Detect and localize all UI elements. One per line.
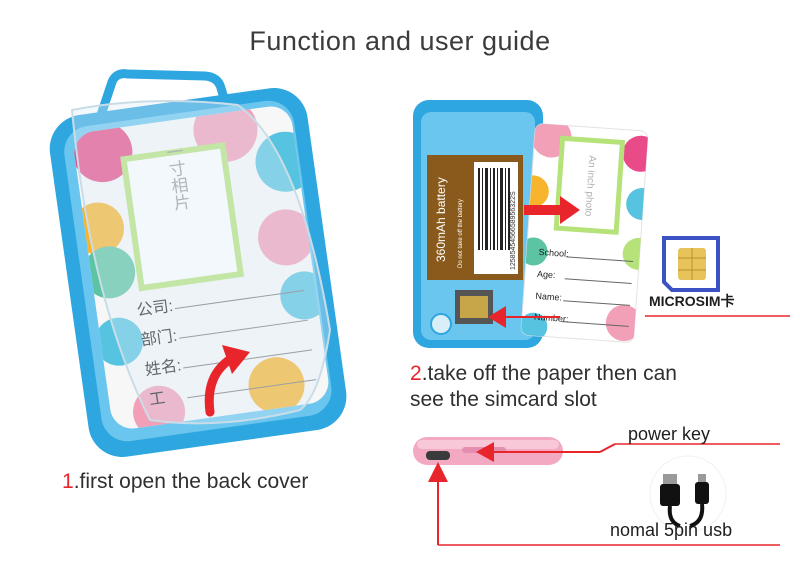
left-field-name: 姓名: — [144, 356, 183, 379]
power-key-label: power key — [628, 424, 711, 444]
right-card: An inch photo School: Age: Name: Number: — [520, 123, 649, 343]
page-title: Function and user guide — [249, 26, 551, 56]
usb-arrow-icon — [428, 462, 448, 482]
step2-number: 2 — [410, 362, 422, 385]
left-device: 一寸相片 公司: 部门: 姓名: 工 — [49, 69, 347, 458]
photo-label-en: An inch photo — [582, 155, 597, 217]
right-field-age: Age: — [537, 269, 556, 280]
power-arrow-icon — [476, 442, 494, 462]
battery: 1258545456658956322S 360mAh battery Do n… — [427, 155, 523, 280]
left-field-company: 公司: — [136, 298, 174, 320]
transparent-cover — [70, 100, 332, 425]
barcode-number: 1258545456658956322S — [510, 191, 517, 270]
peel-arrow-icon — [524, 205, 562, 215]
step2-caption-line1: 2.take off the paper then can — [410, 362, 677, 386]
left-field-other: 工 — [148, 390, 166, 409]
battery-warning: Do not take off the battery — [458, 199, 464, 268]
right-field-name: Name: — [535, 291, 562, 303]
right-field-school: School: — [538, 247, 569, 259]
battery-label: 360mAh battery — [434, 177, 448, 262]
lanyard-loop — [95, 69, 235, 120]
left-field-dept: 部门: — [140, 327, 179, 350]
usb-port — [426, 451, 450, 460]
step1-text: .first open the back cover — [73, 470, 309, 493]
step1-caption: 1.first open the back cover — [62, 470, 308, 494]
step1-number: 1 — [62, 470, 74, 493]
usb-label: nomal 5pin usb — [610, 520, 733, 540]
sim-label: MICROSIM卡 — [649, 293, 735, 309]
step2-text-line1: .take off the paper then can — [421, 362, 677, 385]
barcode — [478, 168, 510, 250]
step2-caption-line2: see the simcard slot — [410, 388, 597, 411]
microsim-card-icon — [662, 236, 720, 292]
usb-cable-icon — [649, 455, 727, 533]
right-device: 1258545456658956322S 360mAh battery Do n… — [413, 100, 649, 348]
open-arrow-icon — [204, 353, 237, 417]
sim-arrow-icon — [488, 306, 506, 328]
